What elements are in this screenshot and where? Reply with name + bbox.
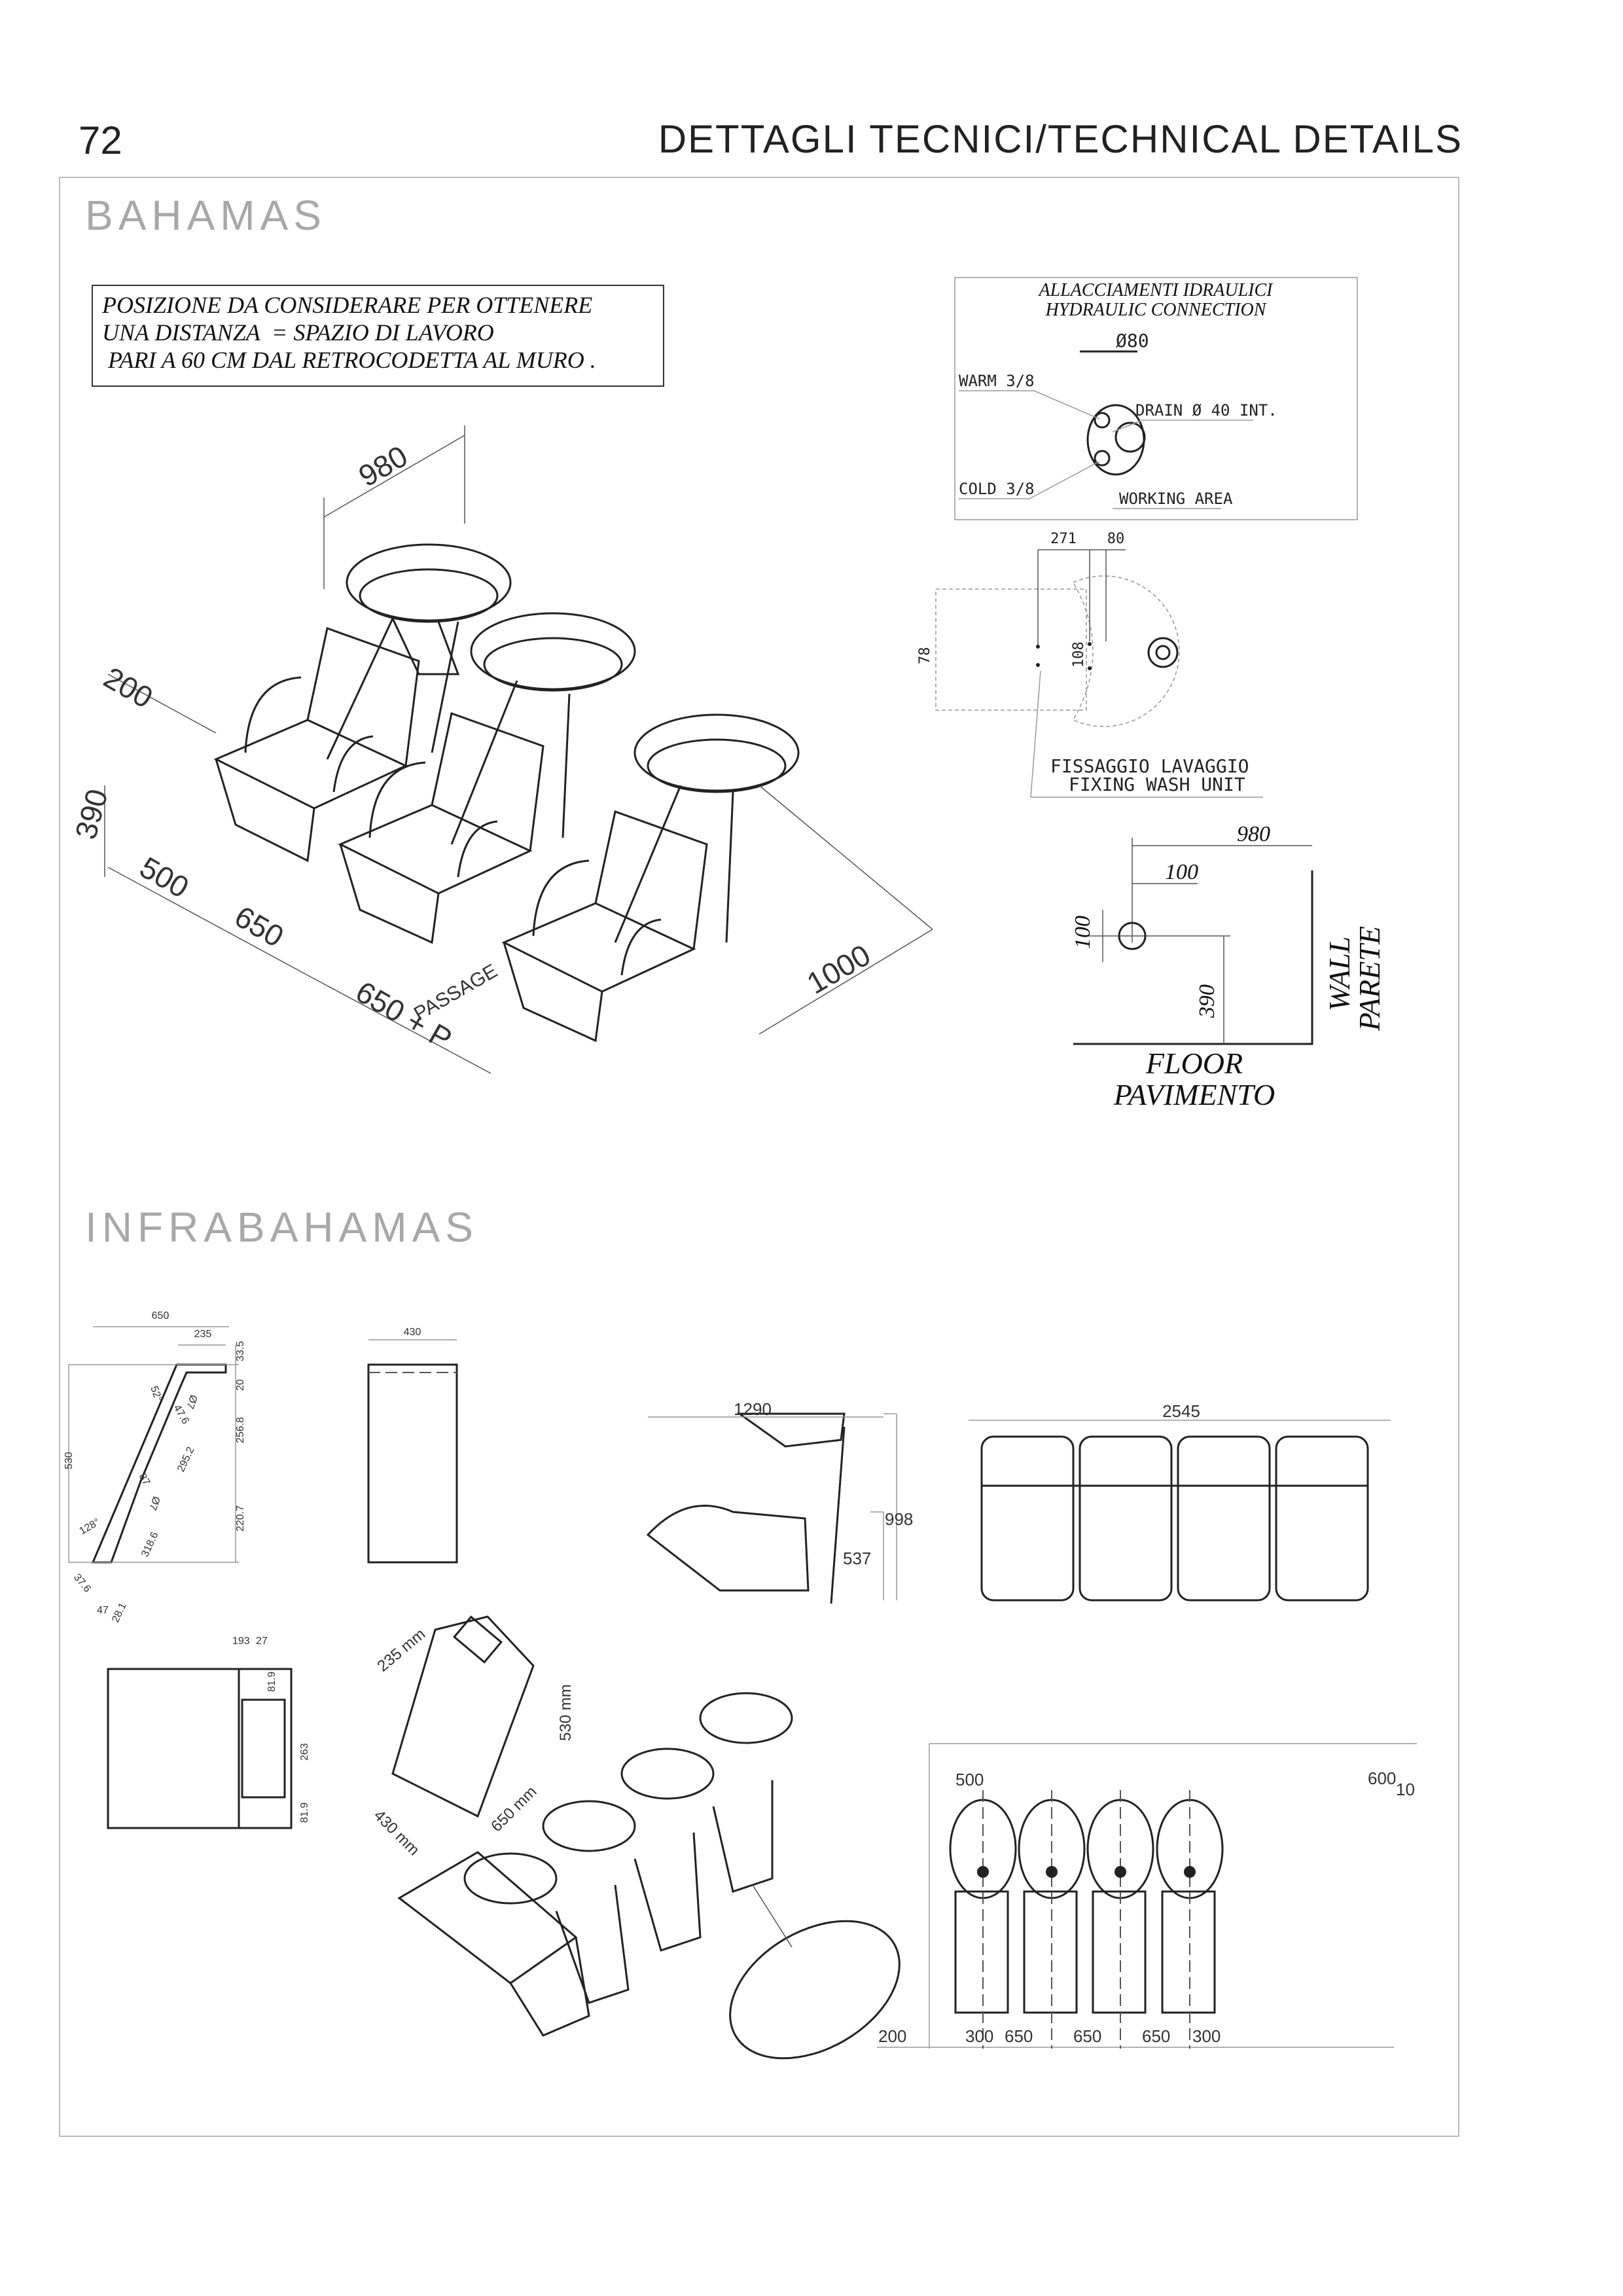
hydraulic-title-it: ALLACCIAMENTI IDRAULICI	[1038, 280, 1274, 300]
fixing-label-en: FIXING WASH UNIT	[1069, 774, 1245, 795]
dim-980: 980	[1237, 822, 1270, 846]
dim-81-9-top: 81.9	[266, 1672, 277, 1692]
infrabahamas-profile-drawing: 650 235 33.5 20 256.8 220.7 530 52° 128°…	[63, 1310, 246, 1624]
dim-650-plus-passage: 650 + P	[350, 975, 457, 1056]
dim-1000: 1000	[801, 937, 876, 1000]
dim-20: 20	[235, 1379, 246, 1391]
warm-label: WARM 3/8	[959, 372, 1035, 390]
note-line: UNA DISTANZA = SPAZIO DI LAVORO	[102, 319, 494, 346]
dim-650: 650	[229, 899, 289, 954]
infrabahamas-plan-view: 500 600 10 200 300 650 650 650 300	[877, 1743, 1417, 2049]
dim-diameter-80: Ø80	[1116, 330, 1149, 351]
dim-235: 235	[194, 1329, 212, 1340]
dim-980: 980	[353, 439, 413, 493]
dim-650: 650	[152, 1310, 169, 1321]
dim-37-6: 37.6	[71, 1572, 93, 1595]
page-number: 72	[79, 118, 122, 162]
dim-650: 650	[1142, 2026, 1170, 2046]
dim-78: 78	[917, 647, 933, 665]
dim-47: 47	[97, 1605, 109, 1616]
dim-998: 998	[885, 1509, 913, 1529]
dim-200: 200	[878, 2026, 906, 2046]
section-heading-bahamas: BAHAMAS	[85, 192, 327, 239]
dim-phi-7-bottom: Ø7	[147, 1495, 162, 1512]
infrabahamas-side-view: 1290 998 537	[646, 1399, 913, 1604]
dim-300-left: 300	[965, 2026, 993, 2046]
section-heading-infrabahamas: INFRABAHAMAS	[85, 1204, 478, 1251]
hydraulic-connection-diagram: ALLACCIAMENTI IDRAULICI HYDRAULIC CONNEC…	[954, 277, 1358, 520]
infrabahamas-front-view: 430	[367, 1327, 458, 1564]
dim-28-1: 28.1	[110, 1601, 129, 1624]
dim-33-5: 33.5	[235, 1341, 246, 1361]
positioning-note: POSIZIONE DA CONSIDERARE PER OTTENERE UN…	[92, 285, 664, 387]
page-title: DETTAGLI TECNICI/TECHNICAL DETAILS	[658, 117, 1463, 161]
dim-256-8: 256.8	[235, 1417, 246, 1443]
fixing-label-it: FISSAGGIO LAVAGGIO	[1050, 755, 1249, 777]
dim-108: 108	[1071, 641, 1087, 668]
dim-300-right: 300	[1192, 2026, 1221, 2046]
dim-235-mm: 235 mm	[374, 1625, 429, 1675]
dim-650-mm: 650 mm	[488, 1783, 540, 1835]
dim-193: 193	[232, 1636, 250, 1647]
dim-263: 263	[299, 1743, 310, 1761]
dim-500: 500	[955, 1770, 984, 1789]
dim-430: 430	[404, 1327, 421, 1338]
dim-530: 530	[63, 1452, 75, 1469]
angle-128: 128°	[78, 1516, 102, 1537]
dim-80: 80	[1107, 531, 1125, 547]
dim-430-mm: 430 mm	[370, 1806, 423, 1859]
dim-650: 650	[1073, 2026, 1101, 2046]
infrabahamas-top-view: 193 27 81.9 263 81.9	[107, 1636, 310, 1829]
infrabahamas-front-row: 2545	[969, 1401, 1391, 1602]
dim-650: 650	[1005, 2026, 1033, 2046]
dim-27: 27	[256, 1636, 268, 1647]
cold-label: COLD 3/8	[959, 480, 1035, 498]
drain-label: DRAIN Ø 40 INT.	[1135, 401, 1277, 420]
dim-537: 537	[843, 1549, 871, 1568]
dim-2545: 2545	[1162, 1401, 1200, 1421]
dim-390: 390	[68, 785, 114, 843]
dim-318-6: 318.6	[139, 1530, 160, 1559]
dim-220-7: 220.7	[235, 1505, 246, 1532]
infrabahamas-isometric-row	[397, 1692, 901, 2060]
bahamas-isometric-drawing: 980 200 390 500 650 650 + P PASSAGE 1000	[68, 425, 933, 1074]
dim-271: 271	[1050, 531, 1077, 547]
note-line: POSIZIONE DA CONSIDERARE PER OTTENERE	[102, 292, 593, 318]
wall-floor-diagram: 980 100 100 390 WALL PARETE FLOOR PAVIME…	[1071, 822, 1386, 1111]
dim-87: 87	[137, 1472, 152, 1488]
pavimento-label: PAVIMENTO	[1113, 1078, 1275, 1111]
floor-label: FLOOR	[1145, 1047, 1243, 1080]
passage-label: PASSAGE	[410, 960, 501, 1025]
working-area-label: WORKING AREA	[1119, 490, 1233, 508]
dim-100-horizontal: 100	[1165, 860, 1198, 884]
note-line: PARI A 60 CM DAL RETROCODETTA AL MURO .	[102, 347, 596, 373]
dim-390: 390	[1195, 984, 1219, 1018]
dim-500: 500	[134, 850, 194, 905]
fixing-wash-unit-diagram: 271 80 78 108 FISSAGGIO LAVAGGIO FIXING …	[917, 531, 1263, 798]
dim-200: 200	[98, 660, 158, 715]
dim-100-vertical: 100	[1071, 916, 1095, 949]
dim-295-2: 295.2	[175, 1445, 196, 1474]
wall-label: WALL	[1323, 937, 1356, 1011]
dim-81-9-bottom: 81.9	[299, 1803, 310, 1823]
dim-530-mm: 530 mm	[557, 1684, 575, 1741]
hydraulic-title-en: HYDRAULIC CONNECTION	[1045, 300, 1267, 320]
dim-1290: 1290	[734, 1399, 772, 1419]
dim-600: 600	[1368, 1768, 1396, 1788]
dim-phi-7-top: Ø7	[184, 1393, 199, 1410]
content-frame	[59, 177, 1459, 2137]
dim-10: 10	[1396, 1780, 1415, 1799]
parete-label: PARETE	[1353, 926, 1386, 1031]
